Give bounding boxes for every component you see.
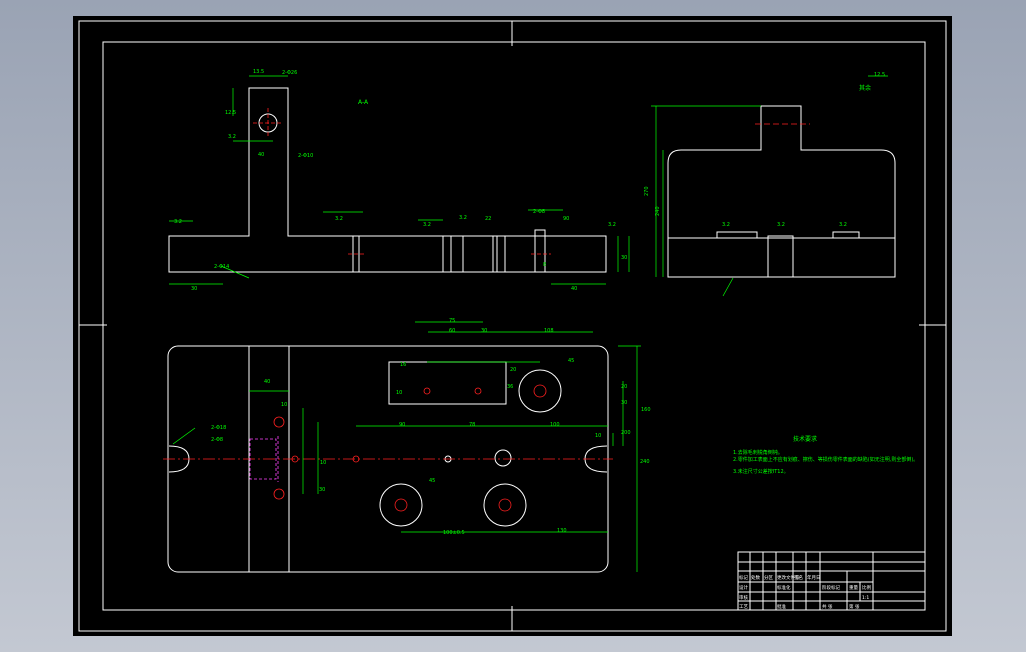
svg-text:160: 160 [641,407,651,413]
svg-text:90: 90 [399,422,405,428]
svg-text:100±0.5: 100±0.5 [443,530,465,536]
svg-text:30: 30 [481,328,487,334]
tech-req-line-2: 2.零件加工表面上不应有划痕、擦伤、等损伤零件表面的缺陷(如无注明,则全部倒)。 [733,456,918,463]
svg-text:年月日: 年月日 [807,574,821,581]
svg-text:30: 30 [191,286,197,292]
svg-text:30: 30 [319,487,325,493]
svg-text:更改文件号: 更改文件号 [777,574,800,581]
svg-text:第 张: 第 张 [849,603,860,610]
section-view-a-a [168,75,630,285]
svg-text:3.2: 3.2 [423,222,431,228]
svg-text:分区: 分区 [764,574,773,581]
svg-text:270: 270 [644,186,650,196]
svg-text:2-Φ8: 2-Φ8 [533,209,545,215]
section-label: A-A [358,99,369,106]
roughness-value: 12.5 [874,72,885,78]
svg-text:2-Φ26: 2-Φ26 [282,70,297,76]
svg-text:3.2: 3.2 [459,215,467,221]
svg-text:2-Φ18: 2-Φ18 [211,425,226,431]
svg-text:100: 100 [550,422,560,428]
svg-text:36: 36 [507,384,513,390]
tech-req-title: 技术要求 [793,435,817,443]
svg-text:10: 10 [396,390,402,396]
svg-text:20: 20 [510,367,516,373]
svg-text:3.2: 3.2 [608,222,616,228]
side-dim-texts: 3.2 3.2 3.2 270 240 [644,186,847,228]
svg-text:10: 10 [281,402,287,408]
svg-text:60: 60 [449,328,455,334]
svg-text:2-Φ14: 2-Φ14 [214,264,229,270]
plan-dim-texts: 75 60 30 108 45 16 10 20 36 20 40 30 10 … [211,318,651,536]
svg-text:240: 240 [640,459,650,465]
svg-text:2-Φ8: 2-Φ8 [211,437,223,443]
svg-text:3.2: 3.2 [722,222,730,228]
svg-text:重量: 重量 [849,584,858,591]
top-dim-texts: 13.5 2-Φ26 12.5 3.2 2-Φ10 3.2 40 3.2 3.2… [174,69,627,292]
svg-text:批准: 批准 [777,603,786,610]
svg-text:3.2: 3.2 [839,222,847,228]
svg-text:20: 20 [621,384,627,390]
svg-text:8: 8 [543,262,546,268]
svg-text:13.5: 13.5 [253,69,264,75]
tech-req-line-3: 3.未注尺寸公差按IT12。 [733,468,789,475]
plan-view [163,321,641,573]
technical-requirements: 技术要求 1.去除毛刺锐角倒钝。 2.零件加工表面上不应有划痕、擦伤、等损伤零件… [733,435,918,475]
svg-text:30: 30 [621,255,627,261]
cad-drawing-canvas[interactable]: A-A 13.5 2-Φ26 12.5 3.2 2-Φ10 3.2 40 3.2… [73,16,952,636]
svg-text:130: 130 [557,528,567,534]
svg-text:45: 45 [568,358,574,364]
title-block [737,551,926,611]
svg-text:3.2: 3.2 [174,219,182,225]
svg-text:16: 16 [400,362,406,368]
svg-text:240: 240 [655,206,661,216]
svg-text:3.2: 3.2 [777,222,785,228]
title-block-texts: 标记 处数 分区 更改文件号 签名 年月日 设计 标准化 阶段标记 重量 比例 … [739,574,871,610]
svg-text:10: 10 [320,460,326,466]
svg-text:标准化: 标准化 [777,584,791,591]
side-view [651,75,896,297]
tech-req-line-1: 1.去除毛刺锐角倒钝。 [733,449,783,456]
svg-text:审核: 审核 [739,594,748,601]
svg-text:45: 45 [429,478,435,484]
roughness-note: 其余 [859,84,871,92]
svg-text:40: 40 [264,379,270,385]
svg-text:78: 78 [469,422,475,428]
svg-text:200: 200 [621,430,631,436]
svg-text:108: 108 [544,328,554,334]
svg-text:40: 40 [258,152,264,158]
svg-text:共 张: 共 张 [822,603,833,610]
inner-border [102,41,926,611]
svg-text:设计: 设计 [739,584,748,591]
svg-text:40: 40 [571,286,577,292]
svg-text:30: 30 [621,400,627,406]
svg-text:12.5: 12.5 [225,110,236,116]
svg-text:75: 75 [449,318,455,324]
technical-drawing: A-A 13.5 2-Φ26 12.5 3.2 2-Φ10 3.2 40 3.2… [78,20,947,632]
outer-border [78,20,947,632]
svg-text:90: 90 [563,216,569,222]
svg-text:22: 22 [485,216,491,222]
svg-text:工艺: 工艺 [739,604,748,610]
svg-text:比例: 比例 [862,584,871,591]
svg-text:处数: 处数 [751,574,760,581]
svg-text:3.2: 3.2 [228,134,236,140]
svg-text:阶段标记: 阶段标记 [822,584,840,591]
svg-text:3.2: 3.2 [335,216,343,222]
svg-text:1:1: 1:1 [862,595,869,601]
svg-text:标记: 标记 [739,574,748,581]
svg-text:10: 10 [595,433,601,439]
svg-text:签名: 签名 [794,574,803,581]
svg-text:2-Φ10: 2-Φ10 [298,153,313,159]
